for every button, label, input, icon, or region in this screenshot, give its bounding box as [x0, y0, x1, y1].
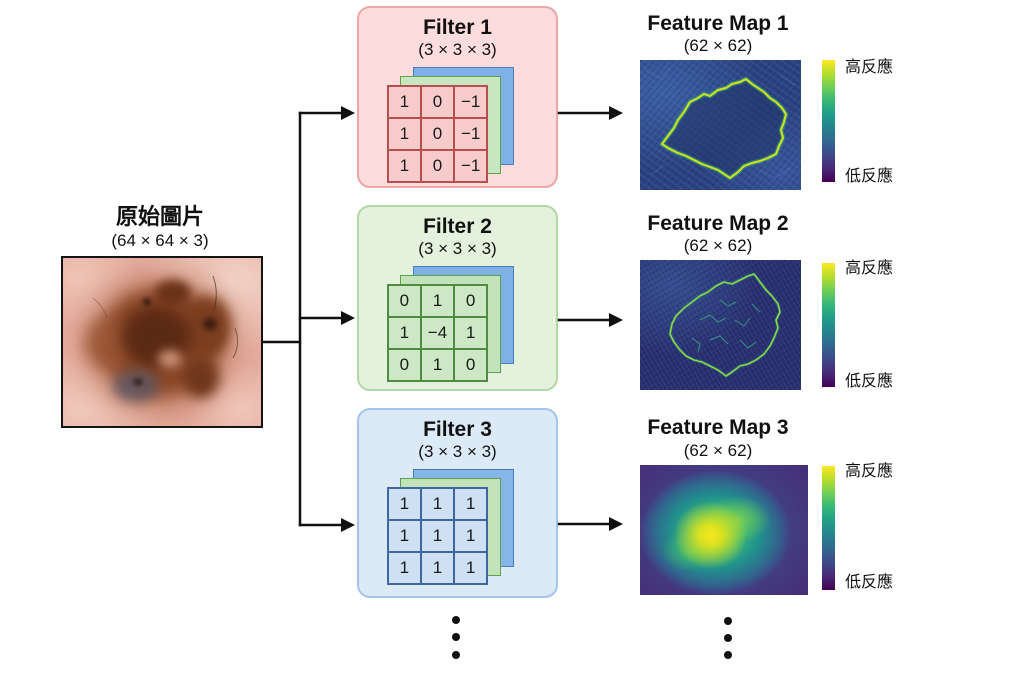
kernel-cell: 1: [388, 520, 421, 552]
feature-map-1-edges: [644, 67, 796, 181]
kernel-cell: 1: [421, 520, 454, 552]
arrowhead-to-feature-map-1: [609, 106, 623, 120]
filter-3-title: Filter 3: [423, 418, 492, 441]
kernel-cell: −1: [454, 150, 487, 182]
kernel-cell: −4: [421, 317, 454, 349]
kernel-cell: 0: [388, 285, 421, 317]
feature-map-1-title: Feature Map 1: [647, 12, 789, 35]
filter-1-title: Filter 1: [423, 16, 492, 39]
inner-edges: [691, 299, 761, 353]
colorbar-1-high-label: 高反應: [845, 59, 894, 76]
feature-maps-ellipsis: [724, 617, 732, 659]
kernel-cell: 0: [454, 349, 487, 381]
filter-2-title: Filter 2: [423, 215, 492, 238]
hair-strands: [92, 275, 239, 359]
filter-2-box: Filter 2 (3 × 3 × 3) 0 1 0 1 −4 1 0 1 0: [357, 205, 558, 391]
filters-ellipsis: [452, 616, 460, 659]
lesion-upper-spot: [155, 280, 191, 306]
lesion-lower-right: [183, 358, 219, 398]
feature-map-2-edges: [668, 272, 782, 378]
colorbar-3-high-label: 高反應: [845, 463, 894, 480]
lesion-interior: [662, 79, 786, 178]
arrowhead-to-filter-3: [341, 518, 355, 532]
kernel-cell: 0: [421, 118, 454, 150]
kernel-cell: 0: [388, 349, 421, 381]
colorbar-2-low-label: 低反應: [845, 373, 894, 390]
feature-map-3-colorbar: [822, 466, 835, 590]
original-image: [61, 256, 263, 428]
hair-strand: [92, 297, 108, 319]
ellipsis-dot: [452, 616, 460, 624]
edge-ring: [669, 273, 781, 377]
feature-map-1-dims: (62 × 62): [683, 36, 753, 55]
edge-ring: [660, 77, 788, 180]
filter-2-dims: (3 × 3 × 3): [418, 239, 497, 258]
arrowhead-to-filter-2: [341, 311, 355, 325]
kernel-cell: −1: [454, 86, 487, 118]
feature-map-2-title: Feature Map 2: [647, 212, 789, 235]
filter-1-dims: (3 × 3 × 3): [418, 40, 497, 59]
kernel-cell: 1: [388, 552, 421, 584]
feature-map-3-title: Feature Map 3: [647, 416, 789, 439]
ellipsis-dot: [724, 651, 732, 659]
arrowhead-to-feature-map-2: [609, 313, 623, 327]
filter-2-kernel-grid: 0 1 0 1 −4 1 0 1 0: [387, 284, 488, 382]
lesion-dark-dot: [133, 378, 143, 386]
kernel-cell: 1: [388, 317, 421, 349]
arrowhead-to-filter-1: [341, 106, 355, 120]
original-image-title: 原始圖片: [115, 204, 204, 229]
filter-3-kernel-grid: 1 1 1 1 1 1 1 1 1: [387, 487, 488, 585]
filter-3-dims: (3 × 3 × 3): [418, 442, 497, 461]
feature-map-2-colorbar: [822, 263, 835, 387]
feature-map-3-dims: (62 × 62): [683, 441, 753, 460]
kernel-cell: 1: [388, 86, 421, 118]
texture-stroke: [644, 67, 796, 179]
ellipsis-dot: [452, 651, 460, 659]
lesion-gray-region: [113, 370, 159, 402]
kernel-cell: 1: [388, 150, 421, 182]
ellipsis-dot: [724, 634, 732, 642]
feature-map-1-colorbar: [822, 60, 835, 182]
kernel-cell: 1: [454, 520, 487, 552]
kernel-cell: 0: [454, 285, 487, 317]
kernel-cell: 1: [421, 285, 454, 317]
filter-3-box: Filter 3 (3 × 3 × 3) 1 1 1 1 1 1 1 1 1: [357, 408, 558, 598]
kernel-cell: 1: [388, 118, 421, 150]
filter-1-kernel-grid: 1 0 −1 1 0 −1 1 0 −1: [387, 85, 488, 183]
feature-map-1-image: [640, 60, 801, 190]
edge-glow: [668, 272, 782, 378]
lesion-dark-dot: [203, 318, 217, 330]
kernel-cell: 1: [454, 552, 487, 584]
lesion-dark-dot: [143, 298, 151, 306]
colorbar-2-high-label: 高反應: [845, 260, 894, 277]
kernel-cell: 1: [421, 488, 454, 520]
kernel-cell: 1: [421, 552, 454, 584]
feature-map-3-image: [640, 465, 808, 595]
colorbar-1-low-label: 低反應: [845, 168, 894, 185]
kernel-cell: 1: [454, 488, 487, 520]
hair-strand: [232, 327, 239, 359]
lesion-light-patch: [158, 350, 182, 368]
feature-map-2-image: [640, 260, 801, 390]
arrowhead-to-feature-map-3: [609, 517, 623, 531]
ellipsis-dot: [452, 633, 460, 641]
kernel-cell: 0: [421, 86, 454, 118]
feature-map-2-dims: (62 × 62): [683, 236, 753, 255]
kernel-cell: 1: [454, 317, 487, 349]
hair-strand: [212, 275, 217, 311]
ellipsis-dot: [724, 617, 732, 625]
kernel-cell: 1: [421, 349, 454, 381]
filter-1-box: Filter 1 (3 × 3 × 3) 1 0 −1 1 0 −1 1 0 −…: [357, 6, 558, 188]
kernel-cell: 1: [388, 488, 421, 520]
kernel-cell: −1: [454, 118, 487, 150]
original-image-dims: (64 × 64 × 3): [111, 231, 209, 250]
kernel-cell: 0: [421, 150, 454, 182]
colorbar-3-low-label: 低反應: [845, 574, 894, 591]
